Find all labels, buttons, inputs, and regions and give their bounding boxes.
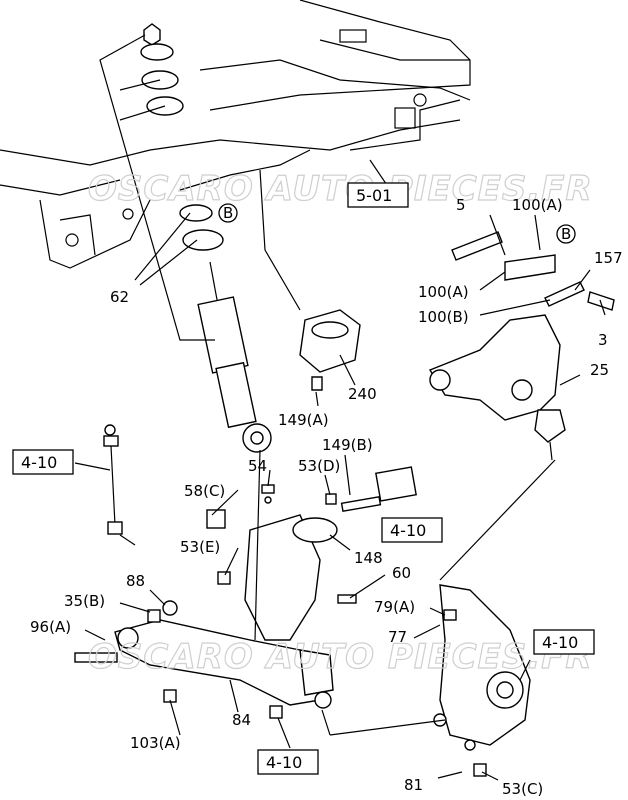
label-part-3: 3 [598, 331, 608, 349]
ref-box-4-10-right[interactable]: 4-10 [533, 629, 595, 655]
label-part-157: 157 [594, 249, 623, 267]
ref-box-4-10-bottom[interactable]: 4-10 [257, 749, 319, 775]
bump-stopper-bracket [299, 309, 361, 391]
watermark-top: OSCARO AUTO PIECES.FR [88, 169, 593, 209]
label-part-100a: 100(A) [418, 283, 469, 301]
label-part-53c: 53(C) [502, 780, 543, 798]
label-part-96a: 96(A) [30, 618, 71, 636]
circled-b-marker-left: B [218, 203, 238, 223]
lower-bracket [244, 496, 338, 641]
circled-b-marker-right: B [556, 224, 576, 244]
label-part-148: 148 [354, 549, 383, 567]
ref-box-5-01[interactable]: 5-01 [347, 182, 409, 208]
chassis-frame [0, 0, 471, 269]
bracket-parts [451, 231, 615, 311]
label-part-100b: 100(B) [418, 308, 469, 326]
label-part-149a: 149(A) [278, 411, 329, 429]
svg-text:4-10: 4-10 [21, 453, 57, 472]
label-part-35b: 35(B) [64, 592, 105, 610]
label-part-60: 60 [392, 564, 411, 582]
label-part-100a-top: 100(A) [512, 196, 563, 214]
svg-text:B: B [561, 225, 571, 243]
svg-text:4-10: 4-10 [542, 633, 578, 652]
label-part-240: 240 [348, 385, 377, 403]
label-part-54: 54 [248, 457, 267, 475]
label-part-149b: 149(B) [322, 436, 373, 454]
ref-box-4-10-mid[interactable]: 4-10 [381, 517, 443, 543]
label-part-79a: 79(A) [374, 598, 415, 616]
label-part-84: 84 [232, 711, 251, 729]
lower-control-arm [114, 619, 334, 709]
svg-text:4-10: 4-10 [390, 521, 426, 540]
svg-text:B: B [223, 204, 233, 222]
label-part-5: 5 [456, 196, 466, 214]
label-part-62: 62 [110, 288, 129, 306]
ref-box-4-10-left[interactable]: 4-10 [12, 449, 74, 475]
label-part-25: 25 [590, 361, 609, 379]
label-part-103a: 103(A) [130, 734, 181, 752]
label-part-88: 88 [126, 572, 145, 590]
svg-text:5-01: 5-01 [356, 186, 392, 205]
upper-control-arm [428, 314, 566, 461]
shock-absorber [197, 261, 272, 453]
watermark-bottom: OSCARO AUTO PIECES.FR [88, 637, 593, 677]
label-part-53e: 53(E) [180, 538, 220, 556]
label-part-53d: 53(D) [298, 457, 340, 475]
label-part-77: 77 [388, 628, 407, 646]
svg-text:4-10: 4-10 [266, 753, 302, 772]
label-part-81: 81 [404, 776, 423, 794]
leader-lines [74, 34, 606, 781]
label-part-58c: 58(C) [184, 482, 225, 500]
shock-mount-bushings [140, 23, 224, 251]
stabilizer-link [103, 424, 136, 546]
fasteners [74, 466, 487, 777]
steering-knuckle [433, 584, 531, 751]
